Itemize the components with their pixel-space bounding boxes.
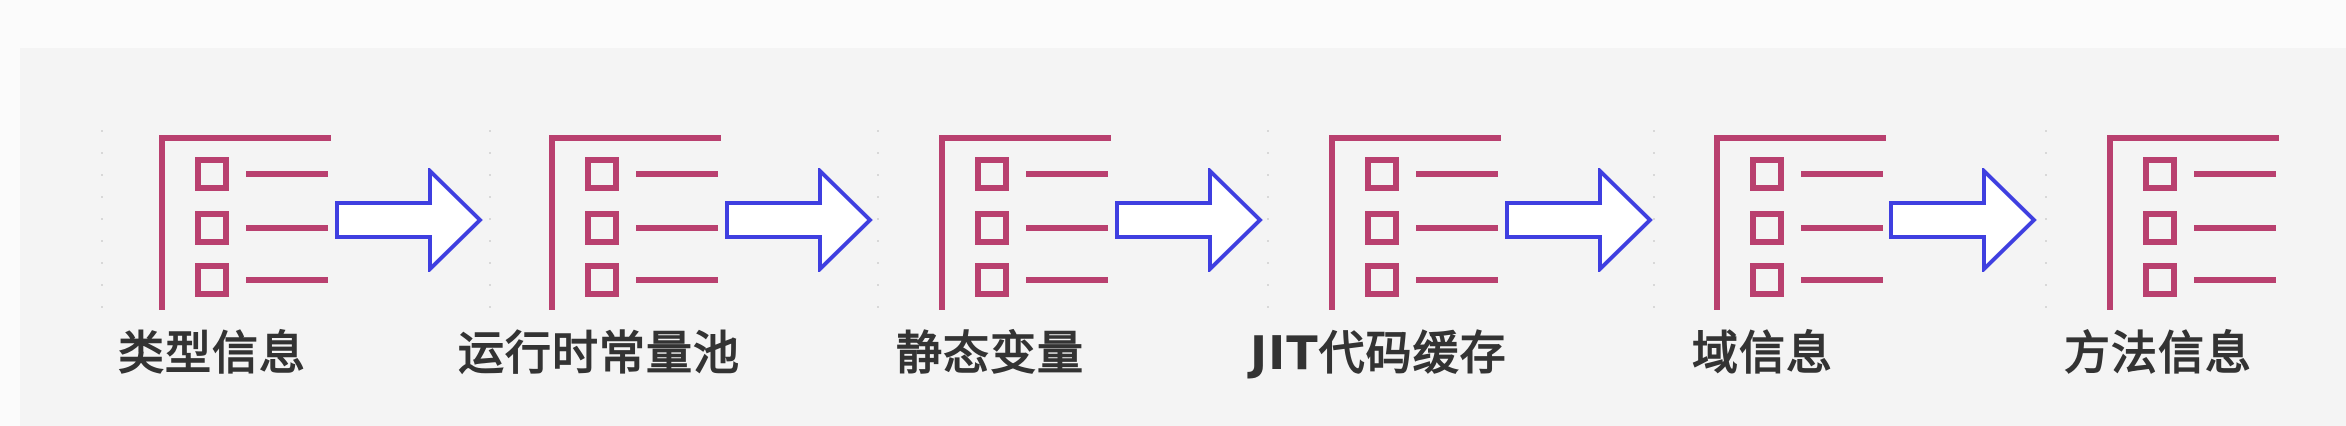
dot: [1653, 218, 1655, 220]
dot: [1267, 306, 1269, 308]
node-jit-code-cache-label: JIT代码缓存: [1250, 326, 1507, 380]
dot: [2045, 306, 2047, 308]
dot: [877, 130, 879, 132]
dot: [1653, 130, 1655, 132]
separator-dots: [1266, 130, 1270, 310]
dot: [1267, 152, 1269, 154]
dot: [2045, 130, 2047, 132]
node-jit-code-cache-icon: [1320, 130, 1510, 310]
dot: [877, 218, 879, 220]
arrow-right-icon: [725, 168, 873, 272]
node-type-info-icon: [150, 130, 340, 310]
flow-arrow-3: [1114, 168, 1264, 272]
flow-arrow-4: [1504, 168, 1654, 272]
separator-dots: [488, 130, 492, 310]
list-icon: [2107, 135, 2279, 310]
node-runtime-constant-pool-icon: [540, 130, 730, 310]
dot: [1653, 262, 1655, 264]
dot: [489, 262, 491, 264]
dot: [877, 174, 879, 176]
arrow-right-icon: [1115, 168, 1263, 272]
dot: [101, 262, 103, 264]
dot: [1267, 130, 1269, 132]
arrow-right-icon: [1505, 168, 1653, 272]
node-method-info-icon: [2098, 130, 2288, 310]
dot: [1653, 284, 1655, 286]
separator-dots: [2044, 130, 2048, 310]
dot: [101, 152, 103, 154]
flow-arrow-2: [724, 168, 874, 272]
flow-arrow-5: [1888, 168, 2038, 272]
dot: [489, 174, 491, 176]
dot: [101, 174, 103, 176]
dot: [489, 240, 491, 242]
dot: [101, 284, 103, 286]
arrow-right-icon: [335, 168, 483, 272]
dot: [101, 218, 103, 220]
dot: [1267, 240, 1269, 242]
dot: [101, 306, 103, 308]
dot: [1267, 284, 1269, 286]
list-icon: [1329, 135, 1501, 310]
dot: [1267, 218, 1269, 220]
dot: [101, 130, 103, 132]
dot: [1653, 152, 1655, 154]
dot: [2045, 262, 2047, 264]
dot: [2045, 196, 2047, 198]
separator-dots: [100, 130, 104, 310]
dot: [1267, 174, 1269, 176]
dot: [2045, 284, 2047, 286]
node-static-variables-label: 静态变量: [896, 326, 1084, 380]
node-runtime-constant-pool-label: 运行时常量池: [458, 326, 740, 380]
dot: [877, 196, 879, 198]
dot: [489, 152, 491, 154]
separator-dots: [1652, 130, 1656, 310]
dot: [2045, 240, 2047, 242]
node-type-info-label: 类型信息: [118, 326, 306, 380]
dot: [877, 240, 879, 242]
node-static-variables-icon: [930, 130, 1120, 310]
dot: [489, 130, 491, 132]
dot: [877, 306, 879, 308]
dot: [1653, 240, 1655, 242]
dot: [2045, 152, 2047, 154]
separator-dots: [876, 130, 880, 310]
dot: [489, 284, 491, 286]
list-icon: [549, 135, 721, 310]
dot: [101, 240, 103, 242]
dot: [101, 196, 103, 198]
list-icon: [939, 135, 1111, 310]
arrow-right-icon: [1889, 168, 2037, 272]
dot: [489, 196, 491, 198]
dot: [489, 306, 491, 308]
dot: [877, 262, 879, 264]
flow-arrow-1: [334, 168, 484, 272]
node-method-info-label: 方法信息: [2064, 326, 2252, 380]
list-icon: [1714, 135, 1886, 310]
dot: [1267, 262, 1269, 264]
dot: [1653, 306, 1655, 308]
node-field-info-label: 域信息: [1692, 326, 1833, 380]
dot: [1267, 196, 1269, 198]
dot: [2045, 218, 2047, 220]
node-field-info-icon: [1705, 130, 1895, 310]
dot: [489, 218, 491, 220]
list-icon: [159, 135, 331, 310]
dot: [2045, 174, 2047, 176]
dot: [1653, 196, 1655, 198]
dot: [877, 152, 879, 154]
dot: [1653, 174, 1655, 176]
dot: [877, 284, 879, 286]
